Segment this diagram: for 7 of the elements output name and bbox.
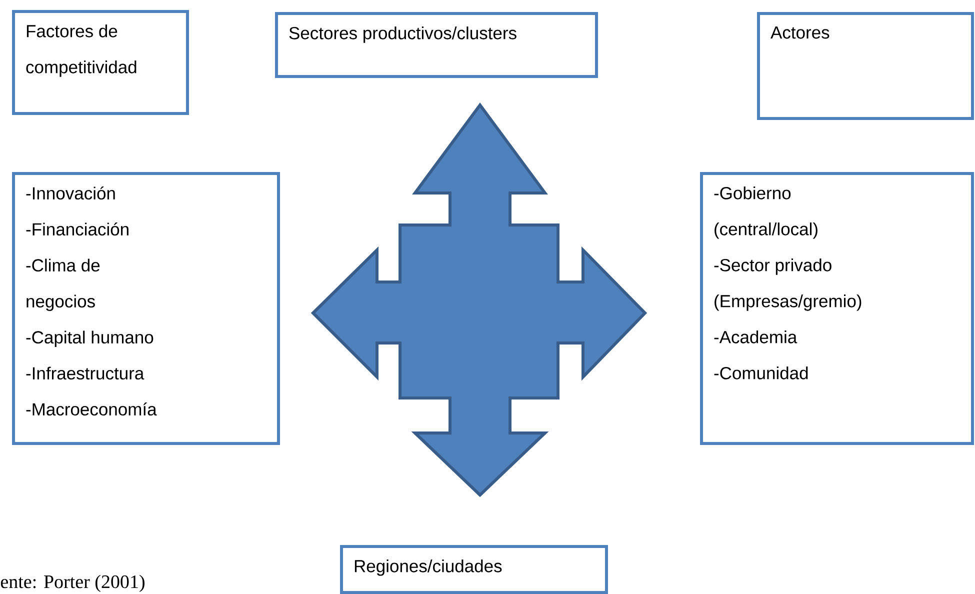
text-box: Factores de competitividad — [12, 10, 189, 115]
text-box: -Innovación -Financiación -Clima de negocios -Capital humano -Infraestructura -Macroeconomía — [12, 172, 280, 445]
text-box: Actores — [757, 12, 974, 120]
text-box: Sectores productivos/clusters — [275, 12, 598, 78]
text-box: Regiones/ciudades — [340, 545, 608, 594]
text-box: -Gobierno (central/local) -Sector privado (Empresas/gremio) -Academia -Comunidad — [700, 172, 974, 445]
source-note: ente: Porter (2001) — [0, 574, 144, 592]
